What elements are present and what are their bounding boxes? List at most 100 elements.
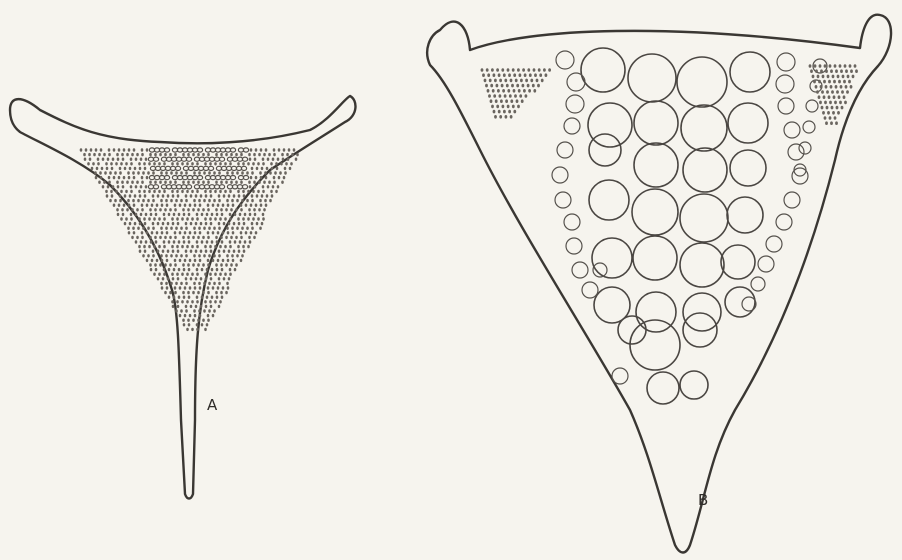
pore-dot <box>144 222 147 225</box>
pore-dot <box>212 231 215 234</box>
pore-dot <box>824 116 827 120</box>
pore-dot <box>120 162 123 165</box>
pore-dot <box>236 199 239 202</box>
pore-dot <box>101 167 104 170</box>
pore-dot <box>280 162 283 165</box>
pore-dot <box>209 300 212 303</box>
pore-dot <box>279 171 282 174</box>
pore-dot <box>833 95 836 99</box>
pore-dot <box>113 176 116 179</box>
pore-dot <box>824 64 827 68</box>
pore-dot <box>520 79 523 83</box>
pore-dot <box>172 277 175 280</box>
pore-dot <box>223 277 226 280</box>
pore-dot <box>235 181 238 184</box>
pore-dot <box>154 208 157 211</box>
pore-dot <box>127 227 130 230</box>
pore-dot <box>139 167 142 170</box>
pore-dot <box>484 79 487 83</box>
pore-dot <box>199 204 202 207</box>
pore-dot <box>187 236 190 239</box>
pore-dot <box>162 250 165 253</box>
pore-dot <box>124 167 127 170</box>
pore-dot <box>252 162 255 165</box>
pore-dot <box>832 111 835 115</box>
pore-dot <box>134 194 137 197</box>
pore-dot <box>835 69 838 73</box>
pore-dot <box>208 199 211 202</box>
pore-dot <box>248 236 251 239</box>
pore-large <box>618 316 646 344</box>
pore-large <box>677 57 727 107</box>
pore-dot <box>187 153 190 156</box>
pore-dot <box>205 277 208 280</box>
pore-dot <box>289 167 292 170</box>
pore-dot <box>816 90 819 94</box>
pore-dot <box>163 240 166 243</box>
pore-dot <box>100 148 103 151</box>
pore-dot <box>253 236 256 239</box>
pore-dot <box>493 73 496 77</box>
pore-dot <box>541 79 544 83</box>
pore-dot <box>262 162 265 165</box>
pore-dot <box>513 110 516 114</box>
pore-medium <box>564 118 580 134</box>
pore-dot <box>186 245 189 248</box>
pore-dot <box>233 194 236 197</box>
pore-dot <box>154 153 157 156</box>
pore-dot <box>219 217 222 220</box>
pore-dot <box>183 323 186 326</box>
pore-dot <box>195 277 198 280</box>
pore-dot <box>513 73 516 77</box>
pore-dot <box>243 222 246 225</box>
pore-dot <box>135 240 138 243</box>
pore-dot <box>221 213 224 216</box>
pore-dot <box>90 148 93 151</box>
pore-dot <box>203 309 206 312</box>
pore-dot <box>94 171 97 174</box>
pore-dot <box>144 250 147 253</box>
pore-dot <box>111 167 114 170</box>
pore-dot <box>163 268 166 271</box>
pore-dot <box>286 153 289 156</box>
pore-dot <box>185 194 188 197</box>
pore-dot <box>161 259 164 262</box>
pore-dot <box>145 240 148 243</box>
pore-dot <box>841 90 844 94</box>
pore-dot <box>237 162 240 165</box>
pore-dot <box>481 68 484 72</box>
pore-dot <box>153 190 156 193</box>
pore-dot <box>175 199 178 202</box>
pore-dot <box>162 194 165 197</box>
pore-dot <box>168 268 171 271</box>
pore-dot <box>517 68 520 72</box>
pore-dot <box>118 176 121 179</box>
pore-dot <box>135 158 138 161</box>
pore-dot <box>164 153 167 156</box>
pore-dot <box>180 199 183 202</box>
pore-dot <box>108 181 111 184</box>
pore-dot <box>852 75 855 79</box>
pore-dot <box>216 213 219 216</box>
pore-dot <box>215 208 218 211</box>
pore-dot <box>179 259 182 262</box>
pore-dot <box>160 171 163 174</box>
pore-dot <box>821 106 824 110</box>
pore-dot <box>843 80 846 84</box>
pore-dot <box>199 231 202 234</box>
pore-dot <box>169 236 172 239</box>
pore-dot <box>241 199 244 202</box>
pore-dot <box>834 116 837 120</box>
pore-dot <box>243 194 246 197</box>
pore-dot <box>258 208 261 211</box>
pore-dot <box>159 236 162 239</box>
pore-dot <box>219 273 222 276</box>
pore-dot <box>259 199 262 202</box>
pore-dot <box>284 171 287 174</box>
pore-dot <box>151 204 154 207</box>
pore-dot <box>174 153 177 156</box>
pore-dot <box>210 222 213 225</box>
pore-dot <box>822 111 825 115</box>
pore-dot <box>822 75 825 79</box>
pore-dot <box>138 190 141 193</box>
